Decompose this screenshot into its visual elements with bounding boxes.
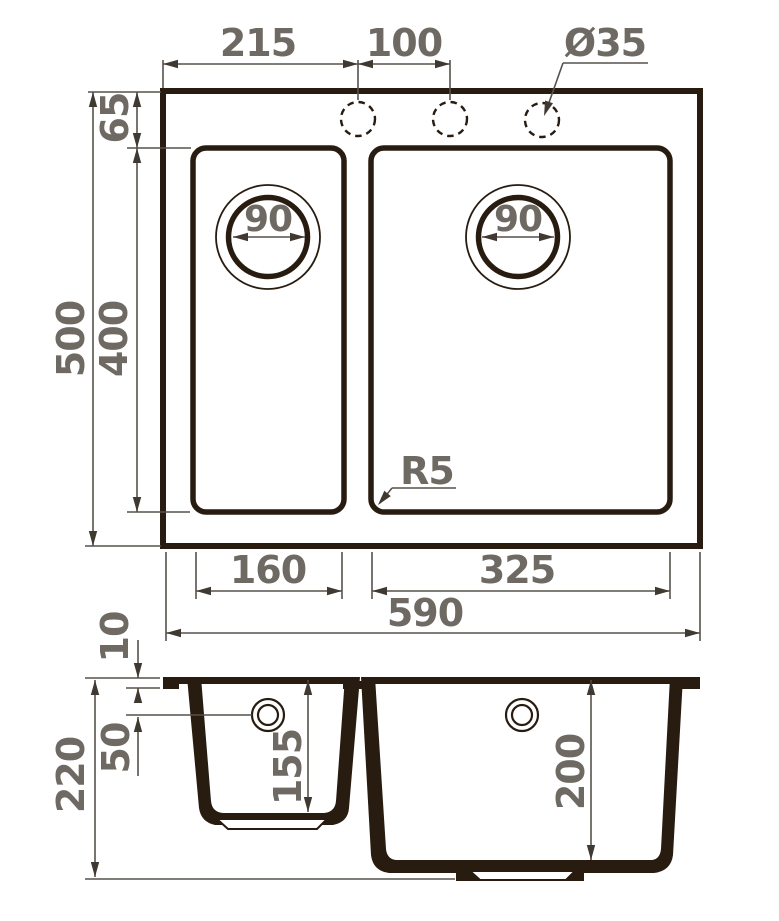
- section-large-bowl: [361, 677, 683, 881]
- section-rim-left: [163, 677, 345, 684]
- dim-rim-height-label: 10: [93, 612, 137, 663]
- dim-overflow-depth-label: 50: [94, 723, 138, 774]
- faucet-hole-3: [523, 101, 561, 139]
- dim-rim-to-bowl-label: 65: [93, 93, 137, 144]
- dim-depth-overall-label: 500: [49, 301, 93, 377]
- section-small-drain-plinth: [214, 818, 330, 830]
- dim-height-overall-label: 220: [49, 737, 93, 813]
- dim-small-bowl-depth-label: 155: [266, 729, 310, 805]
- section-view: [163, 677, 700, 881]
- dim-corner-radius-label: R5: [400, 449, 454, 493]
- dim-small-bowl-width-label: 160: [230, 548, 306, 592]
- top-view-dimensions: 215 100 Ø35 65 500 400 R5: [49, 21, 701, 641]
- small-bowl-overflow: [250, 697, 286, 733]
- dim-bowl-depth-label: 400: [92, 301, 136, 377]
- faucet-hole-2: [431, 100, 469, 138]
- large-bowl-outline: [368, 145, 673, 515]
- dim-hole-spacing-label: 100: [366, 21, 442, 65]
- sink-outline: [160, 88, 703, 549]
- section-left-lip: [163, 677, 179, 689]
- small-drain-label: 90: [244, 199, 292, 240]
- top-view: 90 90: [160, 88, 703, 549]
- dim-large-bowl-depth-label: 200: [549, 734, 593, 810]
- faucet-hole-1: [339, 100, 377, 138]
- large-drain-label: 90: [494, 199, 542, 240]
- dim-left-to-hole-label: 215: [220, 21, 296, 65]
- large-bowl-drain: 90: [465, 184, 571, 290]
- dim-hole-diameter-label: Ø35: [564, 21, 646, 65]
- section-rim-right: [371, 677, 700, 684]
- large-bowl-overflow: [504, 697, 540, 733]
- section-view-dimensions: 220 10 50 155 200: [49, 612, 596, 880]
- small-bowl-drain: 90: [215, 184, 321, 290]
- dim-large-bowl-width-label: 325: [479, 548, 555, 592]
- section-small-bowl: [187, 677, 360, 825]
- section-large-drain-plinth: [467, 870, 578, 881]
- dim-width-overall-label: 590: [387, 591, 463, 635]
- small-bowl-outline: [190, 145, 347, 515]
